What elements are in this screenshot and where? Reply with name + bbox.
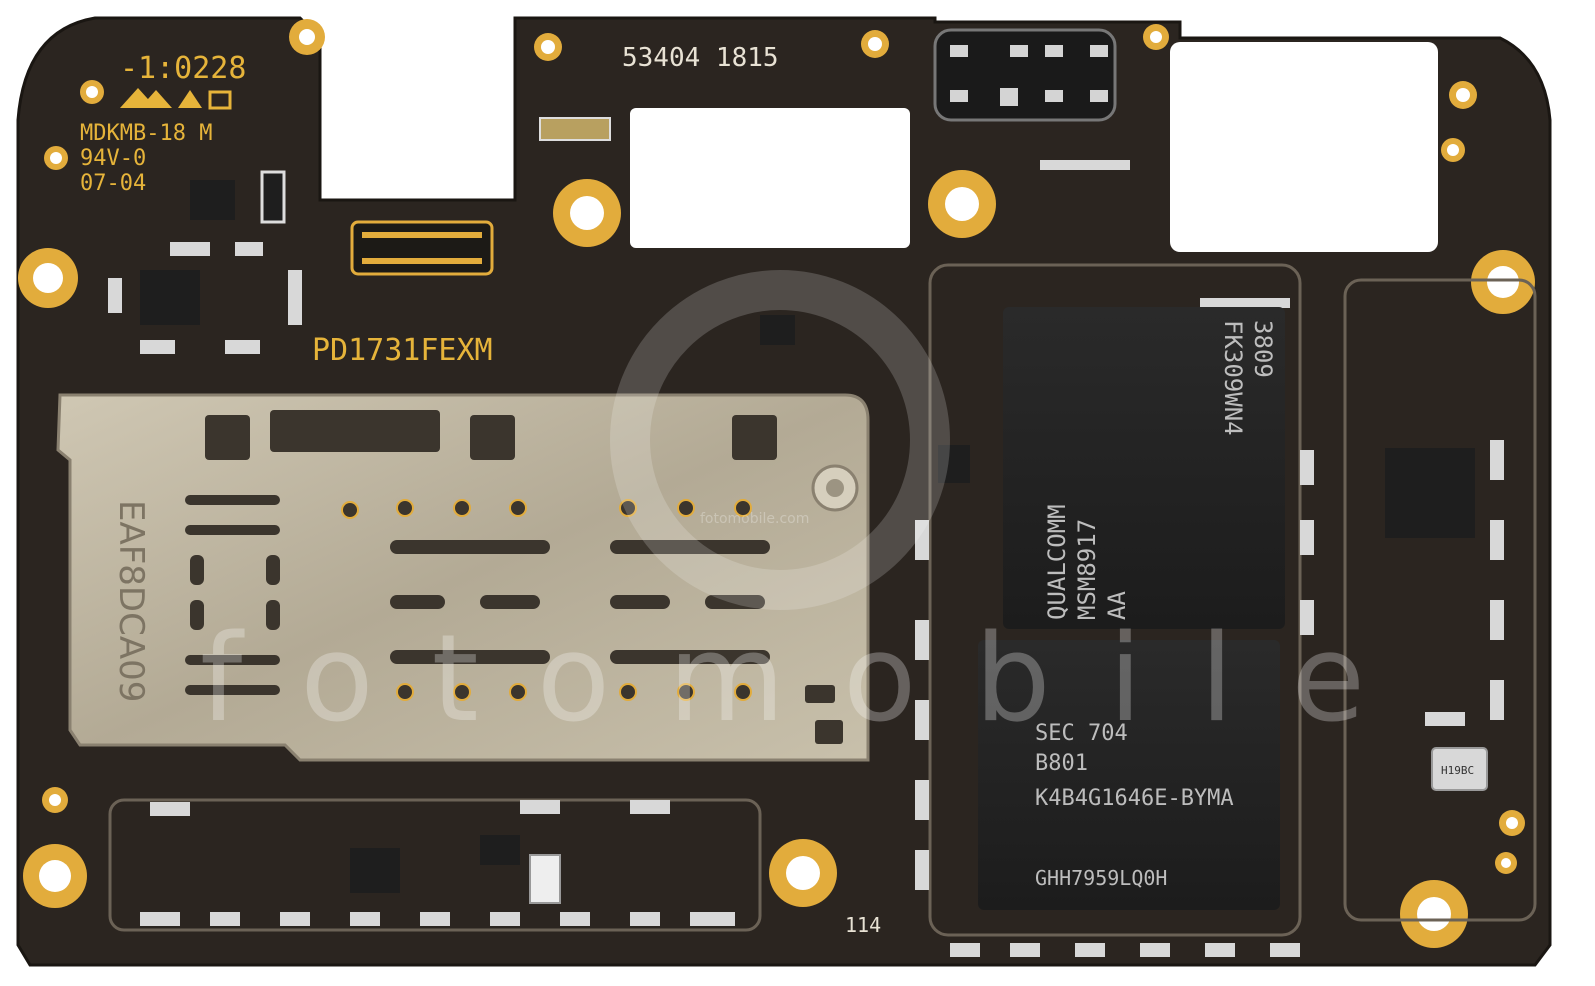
silk-rating: 94V-0 bbox=[80, 146, 146, 171]
soc-label-model: MSM8917 bbox=[1073, 519, 1101, 620]
sim-tray-code: EAF8DCA09 bbox=[111, 500, 151, 702]
silk-mark: MDKMB-18 M bbox=[80, 121, 212, 146]
memory-label-batch: B801 bbox=[1035, 751, 1088, 776]
board-connector bbox=[350, 220, 494, 276]
soc-label-variant: AA bbox=[1103, 591, 1131, 620]
soc-label-brand: QUALCOMM bbox=[1043, 504, 1071, 620]
silk-date-code: 07-04 bbox=[80, 171, 146, 196]
memory-chip bbox=[978, 640, 1280, 910]
cutout-window-right bbox=[1170, 42, 1438, 252]
sensor-label: H19BC bbox=[1441, 764, 1474, 777]
silk-serial: 53404 1815 bbox=[622, 43, 779, 73]
soc-chip bbox=[1003, 307, 1285, 629]
mounting-holes bbox=[18, 19, 1535, 948]
component-pad-array bbox=[933, 28, 1117, 122]
smd-components bbox=[140, 117, 1488, 904]
memory-label-brand: SEC 704 bbox=[1035, 721, 1128, 746]
sim-tray-pin-holes bbox=[341, 499, 752, 701]
silver-pads bbox=[108, 160, 1504, 957]
silk-corner-number: 114 bbox=[845, 913, 881, 937]
memory-label-lot: GHH7959LQ0H bbox=[1035, 866, 1167, 890]
memory-label-part: K4B4G1646E-BYMA bbox=[1035, 786, 1234, 811]
silk-model: PD1731FEXM bbox=[312, 333, 493, 368]
cutout-window-left bbox=[630, 108, 910, 248]
watermark-small: fotomobile.com bbox=[700, 511, 809, 527]
sim-tray bbox=[56, 393, 870, 762]
watermark-brand: fotomobile bbox=[200, 610, 1423, 749]
silk-top-left-code: -1:0228 bbox=[120, 51, 246, 86]
soc-label-date: 3809 bbox=[1249, 320, 1277, 378]
cert-marks-icon bbox=[120, 88, 232, 110]
shield-frame-bottom bbox=[108, 798, 762, 932]
watermark-logo-icon bbox=[610, 270, 950, 610]
shield-frame-right bbox=[1343, 278, 1537, 922]
sim-tray-slots bbox=[185, 410, 843, 744]
soc-label-lot: FK309WN4 bbox=[1219, 320, 1247, 436]
